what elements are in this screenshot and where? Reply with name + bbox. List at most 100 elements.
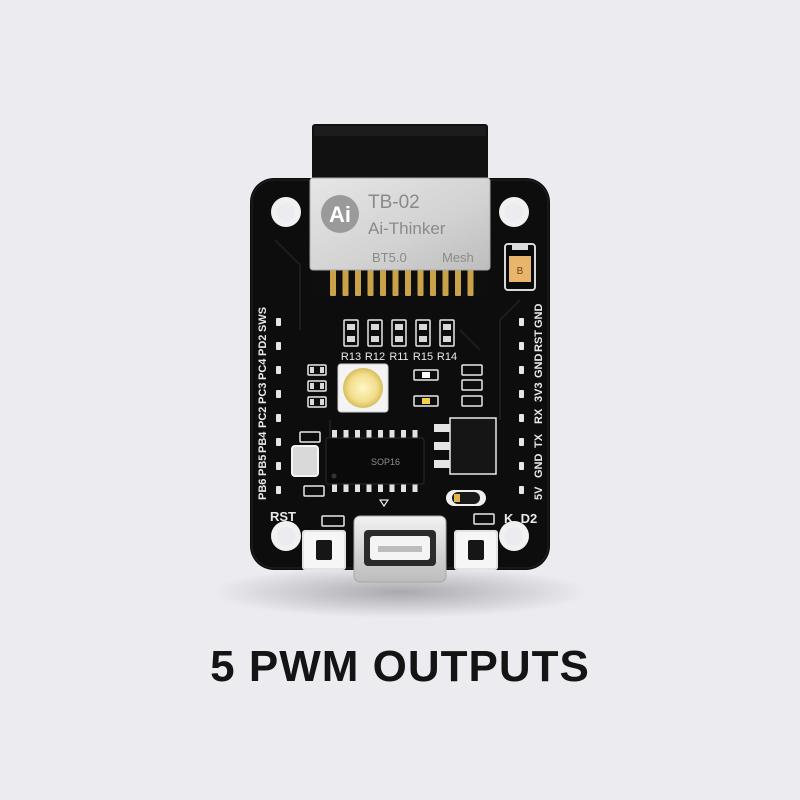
resistor [367, 319, 383, 347]
rgb-led [337, 363, 389, 413]
left-header-label: PB5 [257, 455, 269, 476]
chip-pin [401, 482, 406, 492]
module-pin [380, 270, 386, 296]
module-shield [309, 177, 491, 271]
left-header-label: PD2 [257, 335, 269, 356]
key-label: K_D2 [504, 511, 537, 526]
right-header-label: GND [533, 304, 545, 329]
chip-pin [343, 482, 349, 492]
chip-pin [378, 430, 383, 440]
chip-pin [401, 430, 406, 440]
module-pin [442, 270, 449, 296]
right-header-label: TX [533, 433, 545, 448]
module-pin [405, 270, 411, 296]
right-header-pins [519, 318, 524, 494]
diode [446, 490, 486, 506]
header-pin [519, 462, 524, 470]
left-header-label: PC3 [257, 383, 269, 404]
right-header-label: 3V3 [533, 382, 545, 402]
ai-logo-icon: Ai [321, 195, 359, 233]
rst-button [302, 530, 346, 570]
header-pin [519, 486, 524, 494]
header-pin [276, 366, 281, 374]
header-pin [276, 462, 281, 470]
usb-marker [378, 499, 390, 508]
header-pin [519, 414, 524, 422]
chip-pin [378, 482, 383, 492]
ai-logo-text: Ai [329, 202, 351, 227]
left-header-label: PC2 [257, 407, 269, 428]
mounting-holes [271, 197, 529, 551]
header-pin [519, 318, 524, 326]
chip-pin [343, 430, 349, 440]
resistor-label: R13 [341, 351, 361, 363]
module-mesh: Mesh [442, 250, 474, 265]
passive-components-left [299, 364, 345, 527]
board-shadow [210, 566, 590, 618]
header-pin [276, 414, 281, 422]
right-header-labels: 5V GND TX RX 3V3 GND RST GND [533, 304, 545, 501]
chip-pin [332, 482, 337, 492]
module-pin [355, 270, 361, 296]
resistor-label: R11 [389, 351, 408, 363]
pcb-traces [274, 239, 521, 470]
module-pin [430, 270, 436, 296]
chip-pin [332, 430, 337, 440]
resistor-row: R13 R12 R11 R15 R14 [341, 319, 457, 363]
module-antenna [312, 124, 488, 182]
module-pin [455, 270, 461, 296]
crystal-oscillator [291, 445, 319, 477]
left-header-label: PB6 [257, 479, 269, 500]
module-brand: Ai-Thinker [368, 219, 446, 238]
header-pin [519, 390, 524, 398]
left-header-label: PC4 [257, 358, 269, 380]
header-pin [519, 366, 524, 374]
left-header-pins [276, 318, 281, 494]
resistor [415, 319, 431, 347]
chip-pin [355, 482, 360, 492]
voltage-regulator [434, 417, 497, 475]
header-pin [276, 318, 281, 326]
chip-pin [412, 482, 418, 492]
module-bluetooth: BT5.0 [372, 250, 407, 265]
resistor [391, 319, 407, 347]
right-header-label: RX [533, 408, 545, 424]
resistor-label: R14 [437, 351, 457, 363]
left-header-label: SWS [257, 307, 269, 332]
right-header-label: GND [533, 454, 545, 479]
module-pin [467, 270, 474, 296]
resistor [343, 319, 359, 347]
module-pin [417, 270, 424, 296]
key-d2-button [454, 530, 498, 570]
battery-component: B [504, 243, 536, 291]
resistor [439, 319, 455, 347]
header-pin [519, 438, 524, 446]
module-pins [330, 270, 474, 296]
chip-pin [389, 430, 395, 440]
header-pin [276, 390, 281, 398]
status-leds [413, 369, 439, 407]
module-pin [342, 270, 349, 296]
module-pin [367, 270, 374, 296]
chip-pin [412, 430, 418, 440]
rst-label: RST [270, 509, 296, 524]
passive-components-right [461, 364, 495, 525]
left-header-labels: PB6 PB5 PB4 PC2 PC3 PC4 PD2 SWS [257, 307, 269, 500]
chip-label: SOP16 [371, 457, 400, 467]
resistor-label: R12 [365, 351, 385, 363]
chip-pin [389, 482, 395, 492]
module-model: TB-02 [368, 192, 420, 213]
module-pin [330, 270, 336, 296]
left-header-label: PB4 [257, 431, 269, 453]
headline: 5 PWM OUTPUTS [210, 642, 590, 691]
chip-pin [355, 430, 360, 440]
chip-pin [366, 482, 372, 492]
right-header-label: RST [533, 330, 545, 352]
right-header-label: 5V [533, 486, 545, 500]
battery-label: B [517, 266, 524, 277]
module-pin [392, 270, 399, 296]
header-pin [276, 438, 281, 446]
header-pin [276, 342, 281, 350]
micro-usb-port [353, 515, 447, 583]
